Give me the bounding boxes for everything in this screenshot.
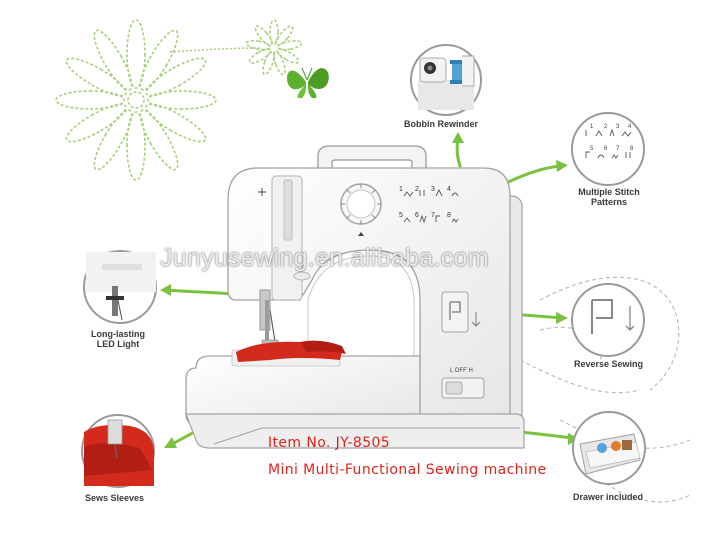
- item-number-text: Item No. JY-8505: [268, 435, 391, 451]
- led-light-label: Long-lasting LED Light: [86, 329, 150, 349]
- led-light-line1: Long-lasting: [91, 329, 145, 339]
- svg-text:8: 8: [630, 146, 634, 152]
- product-name-text: Mini Multi-Functional Sewing machine: [268, 462, 547, 478]
- sewing-machine-illustration: [185, 145, 525, 449]
- svg-text:1: 1: [590, 124, 594, 130]
- stitch-number: 4: [447, 186, 451, 193]
- led-light-line2: LED Light: [96, 339, 140, 349]
- multiple-stitch-label: Multiple Stitch Patterns: [576, 187, 642, 207]
- stitch-number: 2: [415, 186, 419, 193]
- watermark-text: Junyusewing.en.alibaba.com: [160, 244, 489, 272]
- svg-text:6: 6: [604, 146, 608, 152]
- reverse-sewing-label: Reverse Sewing: [574, 359, 644, 369]
- stitch-number: 8: [447, 212, 451, 219]
- switch-h-label: H: [468, 368, 473, 374]
- switch-labels: L OFF H: [450, 368, 473, 374]
- svg-text:5: 5: [590, 146, 594, 152]
- drawer-included-label: Drawer included: [573, 492, 644, 502]
- svg-text:3: 3: [616, 124, 620, 130]
- butterfly-icon: [286, 67, 329, 99]
- switch-off-label: OFF: [454, 368, 467, 374]
- svg-text:2: 2: [604, 124, 608, 130]
- stitch-number: 3: [431, 186, 435, 193]
- svg-text:4: 4: [628, 124, 632, 130]
- multiple-stitch-line2: Patterns: [590, 197, 627, 207]
- svg-text:7: 7: [616, 146, 620, 152]
- bobbin-rewinder-label: Bobbin Rewinder: [404, 119, 478, 129]
- sews-sleeves-label: Sews Sleeves: [85, 493, 145, 503]
- switch-l-label: L: [450, 368, 454, 374]
- stitch-number: 1: [399, 186, 403, 193]
- stitch-number: 7: [431, 212, 435, 219]
- stitch-number: 6: [415, 212, 419, 219]
- stitch-number: 5: [399, 212, 403, 219]
- multiple-stitch-line1: Multiple Stitch: [578, 187, 640, 197]
